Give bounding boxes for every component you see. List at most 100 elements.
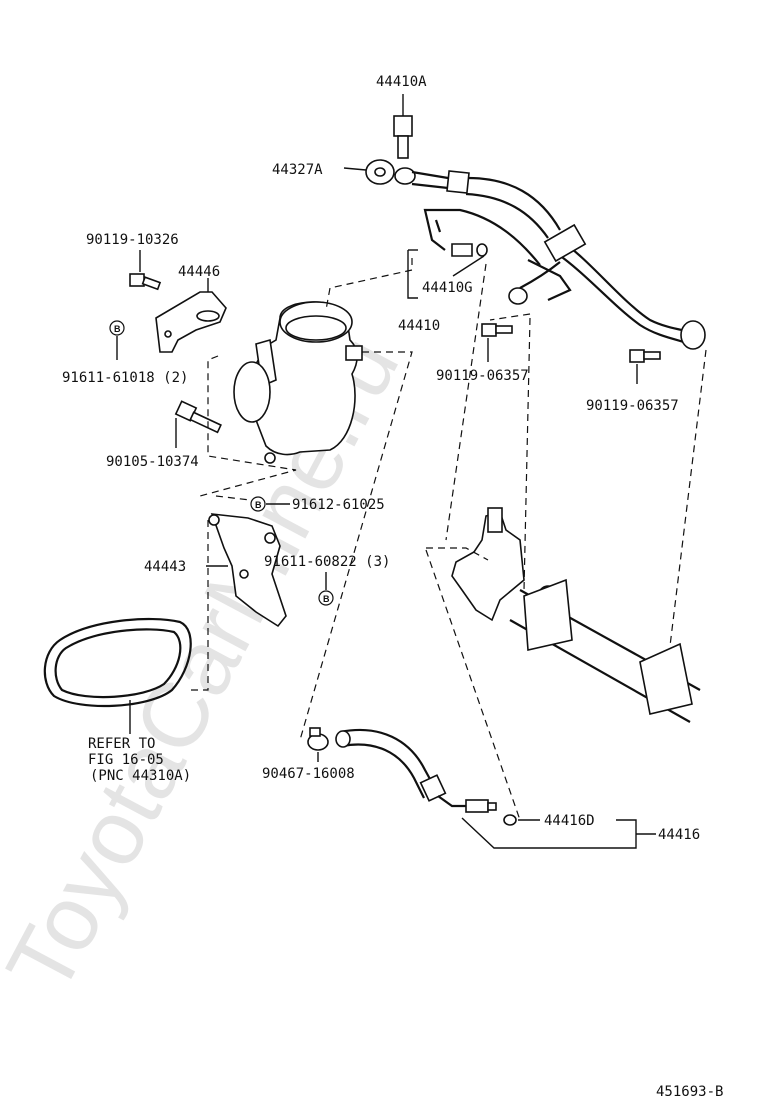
bolt-long-shank bbox=[189, 411, 222, 434]
pressure-tube-right-b bbox=[551, 249, 697, 348]
eye-fitting bbox=[394, 167, 416, 185]
label-44410G: 44410G bbox=[422, 280, 473, 296]
b-letter: B bbox=[255, 500, 262, 510]
label-90119-10326: 90119-10326 bbox=[86, 232, 179, 248]
pump-mount-hole bbox=[264, 452, 276, 464]
return-union-bolt bbox=[451, 243, 473, 257]
union-bolt-shank bbox=[397, 135, 409, 159]
bolt-shank bbox=[495, 325, 513, 334]
bracket-44443 bbox=[206, 513, 287, 628]
dash-return-to-rack bbox=[523, 317, 531, 591]
bolt-shank bbox=[141, 276, 162, 291]
power-steering-pump bbox=[233, 301, 363, 464]
leader-44327A bbox=[343, 167, 367, 171]
return-tube-bend bbox=[437, 795, 470, 808]
rack-mount-bracket-1 bbox=[523, 578, 573, 651]
label-90467-16008: 90467-16008 bbox=[262, 766, 355, 782]
label-refer-line3: (PNC 44310A) bbox=[90, 768, 191, 784]
return-hose-crimp bbox=[419, 774, 447, 802]
bolt-90119-06357-b bbox=[629, 349, 661, 384]
label-44443: 44443 bbox=[144, 559, 186, 575]
bolt-head bbox=[481, 323, 497, 337]
steering-valve-body bbox=[451, 511, 525, 622]
label-44410: 44410 bbox=[398, 318, 440, 334]
b-circle bbox=[318, 590, 334, 606]
belt-inner bbox=[54, 628, 182, 699]
label-44410A: 44410A bbox=[376, 74, 427, 90]
pump-reservoir-cap bbox=[285, 315, 347, 341]
dash-bracket-b bbox=[215, 495, 251, 501]
bracket-44416 bbox=[461, 817, 637, 849]
label-91612-61025: 91612-61025 bbox=[292, 497, 385, 513]
steering-input-shaft bbox=[487, 507, 503, 533]
marker-b-3: B bbox=[318, 572, 334, 606]
return-tube-a bbox=[423, 208, 541, 266]
bracket-44443-hole-3 bbox=[239, 569, 249, 579]
return-hose-end bbox=[335, 730, 351, 748]
dash-rack-valve bbox=[426, 547, 489, 561]
tube-end-fitting bbox=[680, 320, 706, 350]
pressure-hose-upper bbox=[467, 176, 561, 231]
label-44416D: 44416D bbox=[544, 813, 595, 829]
connection-lines bbox=[190, 258, 707, 821]
drive-belt bbox=[43, 617, 192, 734]
dash-bracket-a bbox=[199, 355, 297, 497]
b-letter: B bbox=[323, 594, 330, 604]
leader-44410G bbox=[452, 255, 485, 277]
dash-hose-to-rack bbox=[445, 263, 487, 541]
dash-bracket-belt bbox=[190, 520, 209, 691]
pressure-hose-lower bbox=[465, 192, 549, 239]
return-tube-b bbox=[434, 219, 442, 233]
label-44446: 44446 bbox=[178, 264, 220, 280]
label-90119-06357-b: 90119-06357 bbox=[586, 398, 679, 414]
dash-tube-to-rack bbox=[669, 349, 707, 647]
return-tube-fitting bbox=[508, 287, 528, 305]
return-tube-c bbox=[519, 261, 561, 289]
label-refer-line2: FIG 16-05 bbox=[88, 752, 164, 768]
return-hose-assembly bbox=[335, 728, 656, 849]
bolt-90105-10374 bbox=[174, 400, 222, 448]
marker-b-1: B bbox=[109, 320, 125, 360]
label-91611-61018: 91611-61018 (2) bbox=[62, 370, 188, 386]
bracket-44446 bbox=[155, 278, 227, 353]
hose-crimp bbox=[446, 170, 470, 194]
dash-bolt-a bbox=[489, 313, 531, 321]
union-bolt-head bbox=[393, 115, 413, 137]
bolt-90119-10326 bbox=[129, 250, 162, 291]
dash-pump-to-clamp bbox=[299, 351, 413, 741]
b-circle bbox=[250, 496, 266, 512]
gasket-hole bbox=[374, 167, 386, 177]
label-refer-line1: REFER TO bbox=[88, 736, 155, 752]
return-tube-tip bbox=[487, 802, 497, 811]
o-ring-44416D bbox=[503, 814, 517, 826]
bolt-head bbox=[629, 349, 645, 363]
steering-rack bbox=[451, 507, 701, 723]
label-91611-60822: 91611-60822 (3) bbox=[264, 554, 390, 570]
bracket-44446-hole bbox=[164, 330, 172, 338]
hose-clamp bbox=[307, 727, 329, 762]
return-hose-upper bbox=[339, 728, 437, 791]
hose-bracket bbox=[527, 259, 572, 302]
tube-clamp bbox=[543, 223, 587, 263]
bolt-shank bbox=[643, 351, 661, 360]
label-90105-10374: 90105-10374 bbox=[106, 454, 199, 470]
bracket-44446-slot bbox=[196, 310, 220, 322]
bracket-44410-left bbox=[407, 250, 418, 299]
bracket-44443-hole-2 bbox=[264, 532, 276, 544]
bracket-44446-body bbox=[155, 291, 227, 353]
hose-ferrule bbox=[411, 170, 449, 190]
belt-outer bbox=[43, 617, 192, 708]
pump-pulley bbox=[233, 361, 271, 423]
clamp-tab bbox=[309, 727, 321, 737]
b-circle bbox=[109, 320, 125, 336]
bolt-90119-06357-a bbox=[481, 323, 513, 362]
pump-inlet bbox=[345, 345, 363, 361]
b-letter: B bbox=[114, 324, 121, 334]
pressure-tube-right-a bbox=[559, 239, 701, 337]
label-44327A: 44327A bbox=[272, 162, 323, 178]
label-90119-06357-a: 90119-06357 bbox=[436, 368, 529, 384]
label-44416: 44416 bbox=[658, 827, 700, 843]
bracket-44443-hole-1 bbox=[208, 514, 220, 526]
return-hose-lower bbox=[341, 743, 425, 799]
